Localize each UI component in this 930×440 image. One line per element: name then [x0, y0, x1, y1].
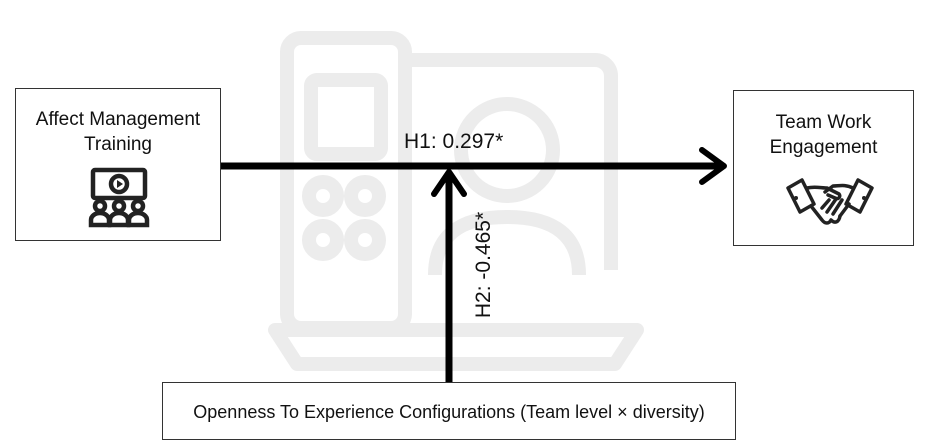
- h1-path-label: H1: 0.297*: [404, 130, 504, 153]
- affect-management-training-label: Affect Management Training: [16, 107, 220, 157]
- team-work-engagement-label: Team Work Engagement: [734, 110, 913, 160]
- h1-arrowhead: [699, 147, 727, 185]
- team-work-engagement-line1: Team Work: [775, 112, 872, 133]
- h2-arrowhead: [431, 169, 467, 197]
- watermark-icon: [268, 31, 644, 371]
- affect-management-training-line1: Affect Management: [35, 109, 201, 130]
- h2-path-label: H2: -0.465*: [472, 211, 495, 319]
- handshake-icon: [786, 178, 874, 225]
- affect-management-training-line2: Training: [84, 134, 152, 155]
- affect-management-training-node: Affect Management Training: [15, 88, 221, 241]
- openness-configurations-label: Openness To Experience Configurations (T…: [193, 402, 705, 422]
- team-work-engagement-node: Team Work Engagement: [733, 90, 914, 246]
- team-work-engagement-line2: Engagement: [769, 137, 878, 158]
- openness-configurations-node: Openness To Experience Configurations (T…: [162, 382, 736, 440]
- video-training-icon: [88, 167, 150, 228]
